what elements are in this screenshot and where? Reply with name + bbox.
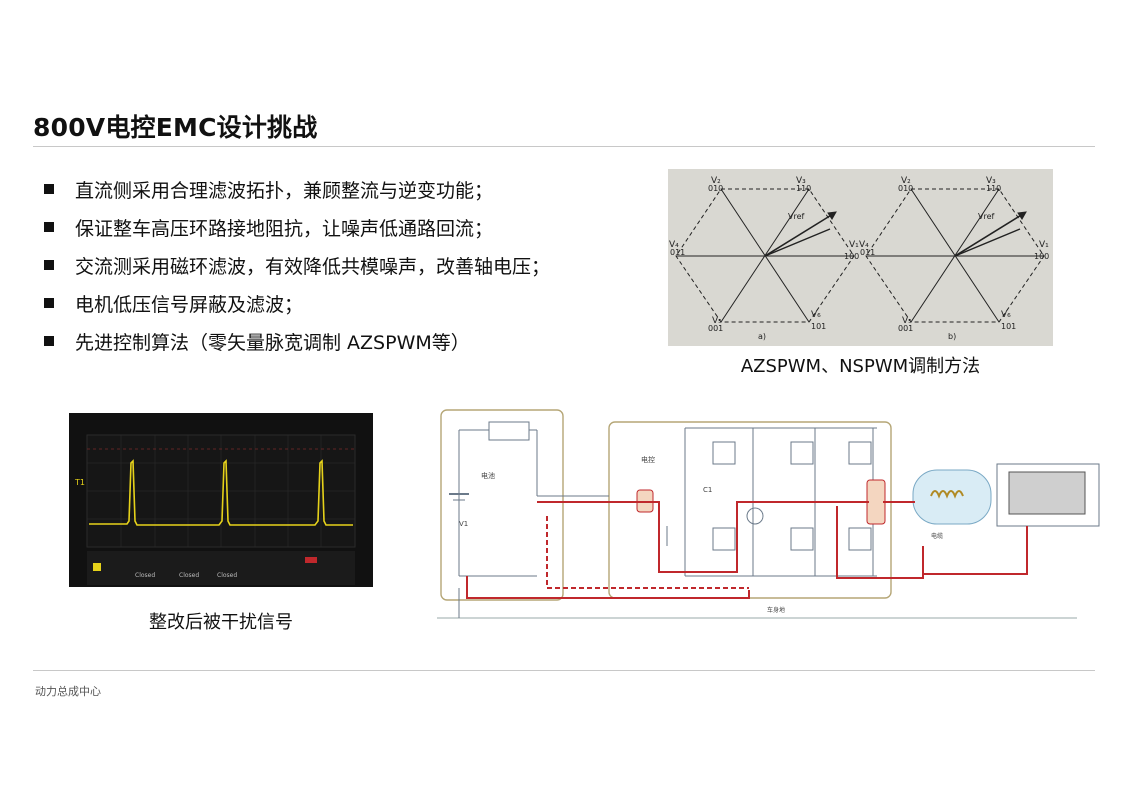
space-vector-figure: V₂ 010 V₃ 110 V₄ 011 V₁ 100 V₅ 001 V₆ 10… xyxy=(668,169,1053,346)
vector-code: 110 xyxy=(796,184,811,193)
signal-trace xyxy=(89,459,353,526)
scope-status-bar xyxy=(87,551,355,585)
magnetic-ring-filter xyxy=(912,469,992,525)
vector-code: 001 xyxy=(898,324,913,333)
scope-figure-caption: 整改后被干扰信号 xyxy=(149,612,293,633)
vector-code: 011 xyxy=(860,248,875,257)
vector-code: 101 xyxy=(811,322,826,331)
ac-filter-block xyxy=(866,479,886,525)
footer-divider xyxy=(33,670,1095,671)
bullet-item: 电机低压信号屏蔽及滤波； xyxy=(44,284,550,322)
circuit-diagram: 电池 电控 V1 C1 电缆 车身地 xyxy=(437,409,1100,619)
vector-label: V₄ xyxy=(669,240,679,250)
bullet-item: 先进控制算法（零矢量脉宽调制 AZSPWM等） xyxy=(44,322,550,360)
controller-label: 电控 xyxy=(641,455,655,464)
hexagon-diagram-b: V₂ 010 V₃ 110 V₄ 011 V₁ 100 V₅ 001 V₆ 10… xyxy=(859,176,1049,341)
vector-label: V₂ xyxy=(901,176,911,186)
vector-code: 110 xyxy=(986,184,1001,193)
oscilloscope-photo: T1 Closed Closed Closed xyxy=(69,413,373,587)
bullet-item: 交流测采用磁环滤波，有效降低共模噪声，改善轴电压； xyxy=(44,246,550,284)
channel-label: T1 xyxy=(74,478,85,487)
bullet-square-icon xyxy=(44,260,54,270)
noise-loop-paths xyxy=(466,501,1028,599)
motor-block xyxy=(996,463,1100,527)
circuit-schematic: 电池 电控 V1 C1 电缆 车身地 xyxy=(437,406,1101,628)
arrow-head-icon xyxy=(1017,211,1027,220)
vector-label: V₃ xyxy=(796,176,806,186)
vref-label: Vref xyxy=(978,212,995,221)
stop-indicator-icon xyxy=(305,557,317,563)
vector-code: 100 xyxy=(1034,252,1049,261)
schematic-wiring xyxy=(437,421,1077,619)
vector-code: 011 xyxy=(670,248,685,257)
vector-label: V₂ xyxy=(711,176,721,186)
bullet-square-icon xyxy=(44,184,54,194)
footer-text: 动力总成中心 xyxy=(35,685,101,698)
vector-label: V₆ xyxy=(811,310,821,320)
vref-label: Vref xyxy=(788,212,805,221)
cable-label: 电缆 xyxy=(931,532,943,540)
v1-label: V1 xyxy=(459,520,468,528)
status-word: Closed xyxy=(217,572,237,579)
bullet-square-icon xyxy=(44,298,54,308)
vector-label: V₄ xyxy=(859,240,869,250)
title-divider xyxy=(33,146,1095,147)
vector-label: V₅ xyxy=(712,316,722,326)
vector-label: V₃ xyxy=(986,176,996,186)
channel-indicator-icon xyxy=(93,563,101,571)
vector-label: V₆ xyxy=(1001,310,1011,320)
vector-label: V₅ xyxy=(902,316,912,326)
vector-code: 001 xyxy=(708,324,723,333)
bullet-list: 直流侧采用合理滤波拓扑，兼顾整流与逆变功能； 保证整车高压环路接地阻抗，让噪声低… xyxy=(44,170,550,360)
vector-code: 010 xyxy=(898,184,913,193)
battery-label: 电池 xyxy=(481,471,495,480)
bullet-item: 直流侧采用合理滤波拓扑，兼顾整流与逆变功能； xyxy=(44,170,550,208)
vector-label: V₁ xyxy=(849,240,859,250)
status-word: Closed xyxy=(179,572,199,579)
vector-code: 101 xyxy=(1001,322,1016,331)
bullet-text: 直流侧采用合理滤波拓扑，兼顾整流与逆变功能； xyxy=(75,179,494,202)
vref-component xyxy=(954,228,1021,257)
vector-code: 100 xyxy=(844,252,859,261)
subfigure-label-b: b) xyxy=(948,332,956,341)
hexagon-diagram-a: V₂ 010 V₃ 110 V₄ 011 V₁ 100 V₅ 001 V₆ 10… xyxy=(669,176,859,341)
bullet-text: 保证整车高压环路接地阻抗，让噪声低通路回流； xyxy=(75,217,494,240)
chassis-ground-label: 车身地 xyxy=(767,606,785,614)
arrow-head-icon xyxy=(827,211,837,220)
battery-enclosure xyxy=(440,409,564,601)
oscilloscope-screen: T1 Closed Closed Closed xyxy=(69,413,373,587)
slide-title: 800V电控EMC设计挑战 xyxy=(33,113,318,142)
bullet-item: 保证整车高压环路接地阻抗，让噪声低通路回流； xyxy=(44,208,550,246)
capacitor-label: C1 xyxy=(703,486,712,494)
vector-label: V₁ xyxy=(1039,240,1049,250)
space-vector-diagram: V₂ 010 V₃ 110 V₄ 011 V₁ 100 V₅ 001 V₆ 10… xyxy=(669,176,1049,341)
vector-code: 010 xyxy=(708,184,723,193)
status-word: Closed xyxy=(135,572,155,579)
hexagon-figure-caption: AZSPWM、NSPWM调制方法 xyxy=(740,356,981,377)
bullet-text: 先进控制算法（零矢量脉宽调制 AZSPWM等） xyxy=(75,331,470,354)
vref-vector xyxy=(764,213,834,257)
vref-component xyxy=(764,228,831,257)
subfigure-label-a: a) xyxy=(758,332,766,341)
bullet-square-icon xyxy=(44,222,54,232)
bullet-text: 交流测采用磁环滤波，有效降低共模噪声，改善轴电压； xyxy=(75,255,551,278)
vref-vector xyxy=(954,213,1024,257)
bullet-square-icon xyxy=(44,336,54,346)
bullet-text: 电机低压信号屏蔽及滤波； xyxy=(75,293,304,316)
